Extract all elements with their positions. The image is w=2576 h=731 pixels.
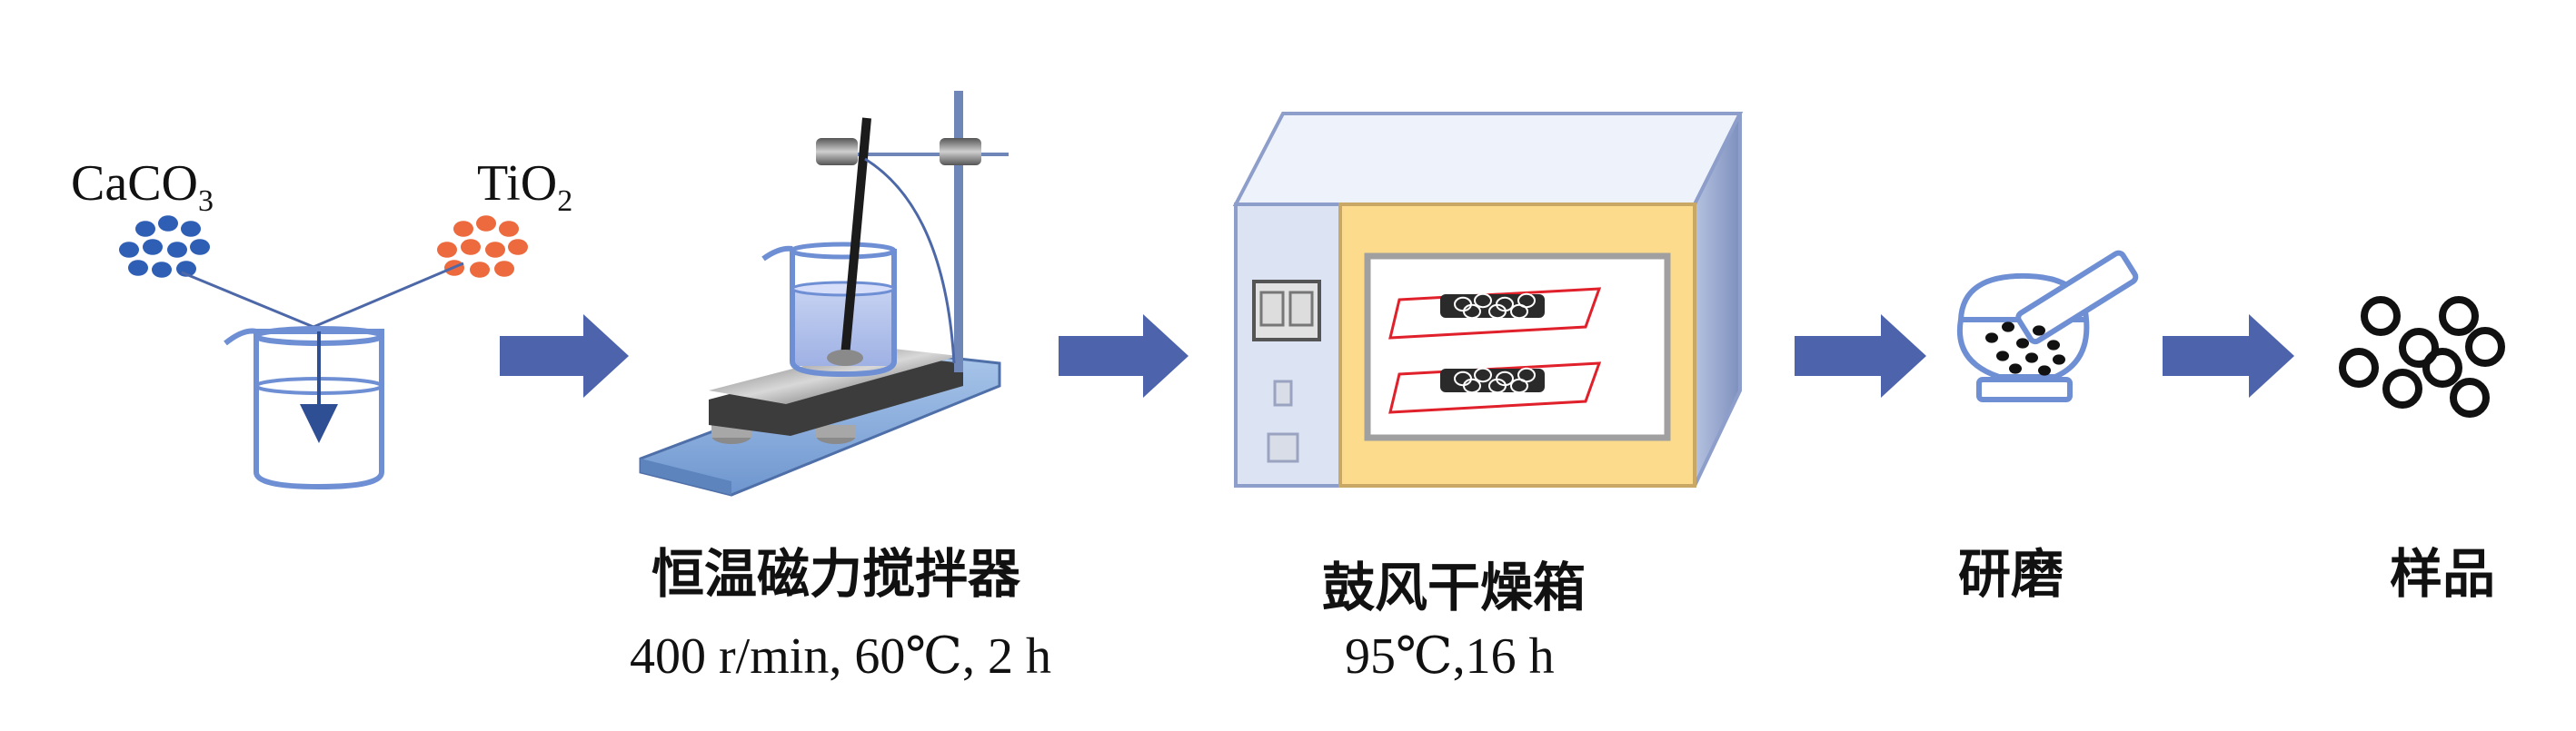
tio2-particle (494, 261, 514, 277)
flow-arrow-4 (2163, 314, 2294, 398)
ground-particle (2009, 363, 2022, 374)
caco3-particle (128, 260, 148, 276)
step-oven-title: 鼓风干燥箱 (1322, 557, 1586, 618)
ground-particle (1996, 351, 2009, 361)
ground-particle (2047, 340, 2060, 351)
tray-sample (1474, 292, 1492, 309)
tio2-particle (499, 221, 519, 237)
drying-oven-icon (1232, 112, 1744, 488)
tio2-particle (470, 262, 490, 278)
grinding-mortar-icon (1956, 250, 2139, 402)
tray-sample (1510, 303, 1528, 320)
step-oven-condition: 95℃,16 h (1345, 628, 1555, 685)
tio2-particle (485, 242, 505, 258)
step-sample-title: 样品 (2390, 543, 2496, 605)
tray-sample (1474, 367, 1492, 383)
tio2-particle (476, 215, 496, 232)
beaker-icon (224, 326, 384, 490)
reagent-particles-tio2 (437, 215, 528, 278)
tio2-particle (461, 239, 481, 255)
caco3-particle (190, 239, 210, 255)
flow-arrow-1 (500, 314, 629, 398)
ground-particle (2033, 325, 2045, 336)
tio2-particle (437, 242, 457, 258)
caco3-particle (119, 242, 139, 258)
caco3-label: CaCO3 (71, 155, 214, 219)
tray-sample (1488, 378, 1507, 394)
tray-sample (1510, 378, 1528, 394)
tio2-particle (453, 221, 473, 237)
ground-particle (1985, 332, 1998, 343)
pour-lines (181, 262, 464, 329)
tio2-label: TiO2 (477, 155, 573, 219)
ground-particle (2053, 354, 2065, 365)
step-grinding-title: 研磨 (1958, 543, 2064, 605)
caco3-particle (143, 239, 163, 255)
reagent-particles-caco3 (119, 215, 210, 278)
caco3-particle (176, 261, 196, 277)
ground-particle (2038, 365, 2051, 376)
caco3-particle (152, 262, 172, 278)
tray-sample (1463, 303, 1481, 320)
caco3-particle (181, 221, 201, 237)
caco3-particle (167, 242, 187, 258)
caco3-particle (135, 221, 155, 237)
tio2-particle (508, 239, 528, 255)
step-stirrer-title: 恒温磁力搅拌器 (651, 543, 1021, 605)
tray-sample (1488, 303, 1507, 320)
caco3-particle (158, 215, 178, 232)
ground-particle (2025, 352, 2038, 363)
flow-arrow-3 (1795, 314, 1926, 398)
sample-particles-icon (2339, 296, 2505, 418)
step-stirrer-condition: 400 r/min, 60℃, 2 h (630, 628, 1051, 685)
magnetic-stirrer-icon (639, 91, 1009, 497)
ground-particle (2016, 338, 2029, 349)
flow-arrow-2 (1059, 314, 1189, 398)
ground-particle (2002, 321, 2014, 332)
tray-sample (1463, 378, 1481, 394)
